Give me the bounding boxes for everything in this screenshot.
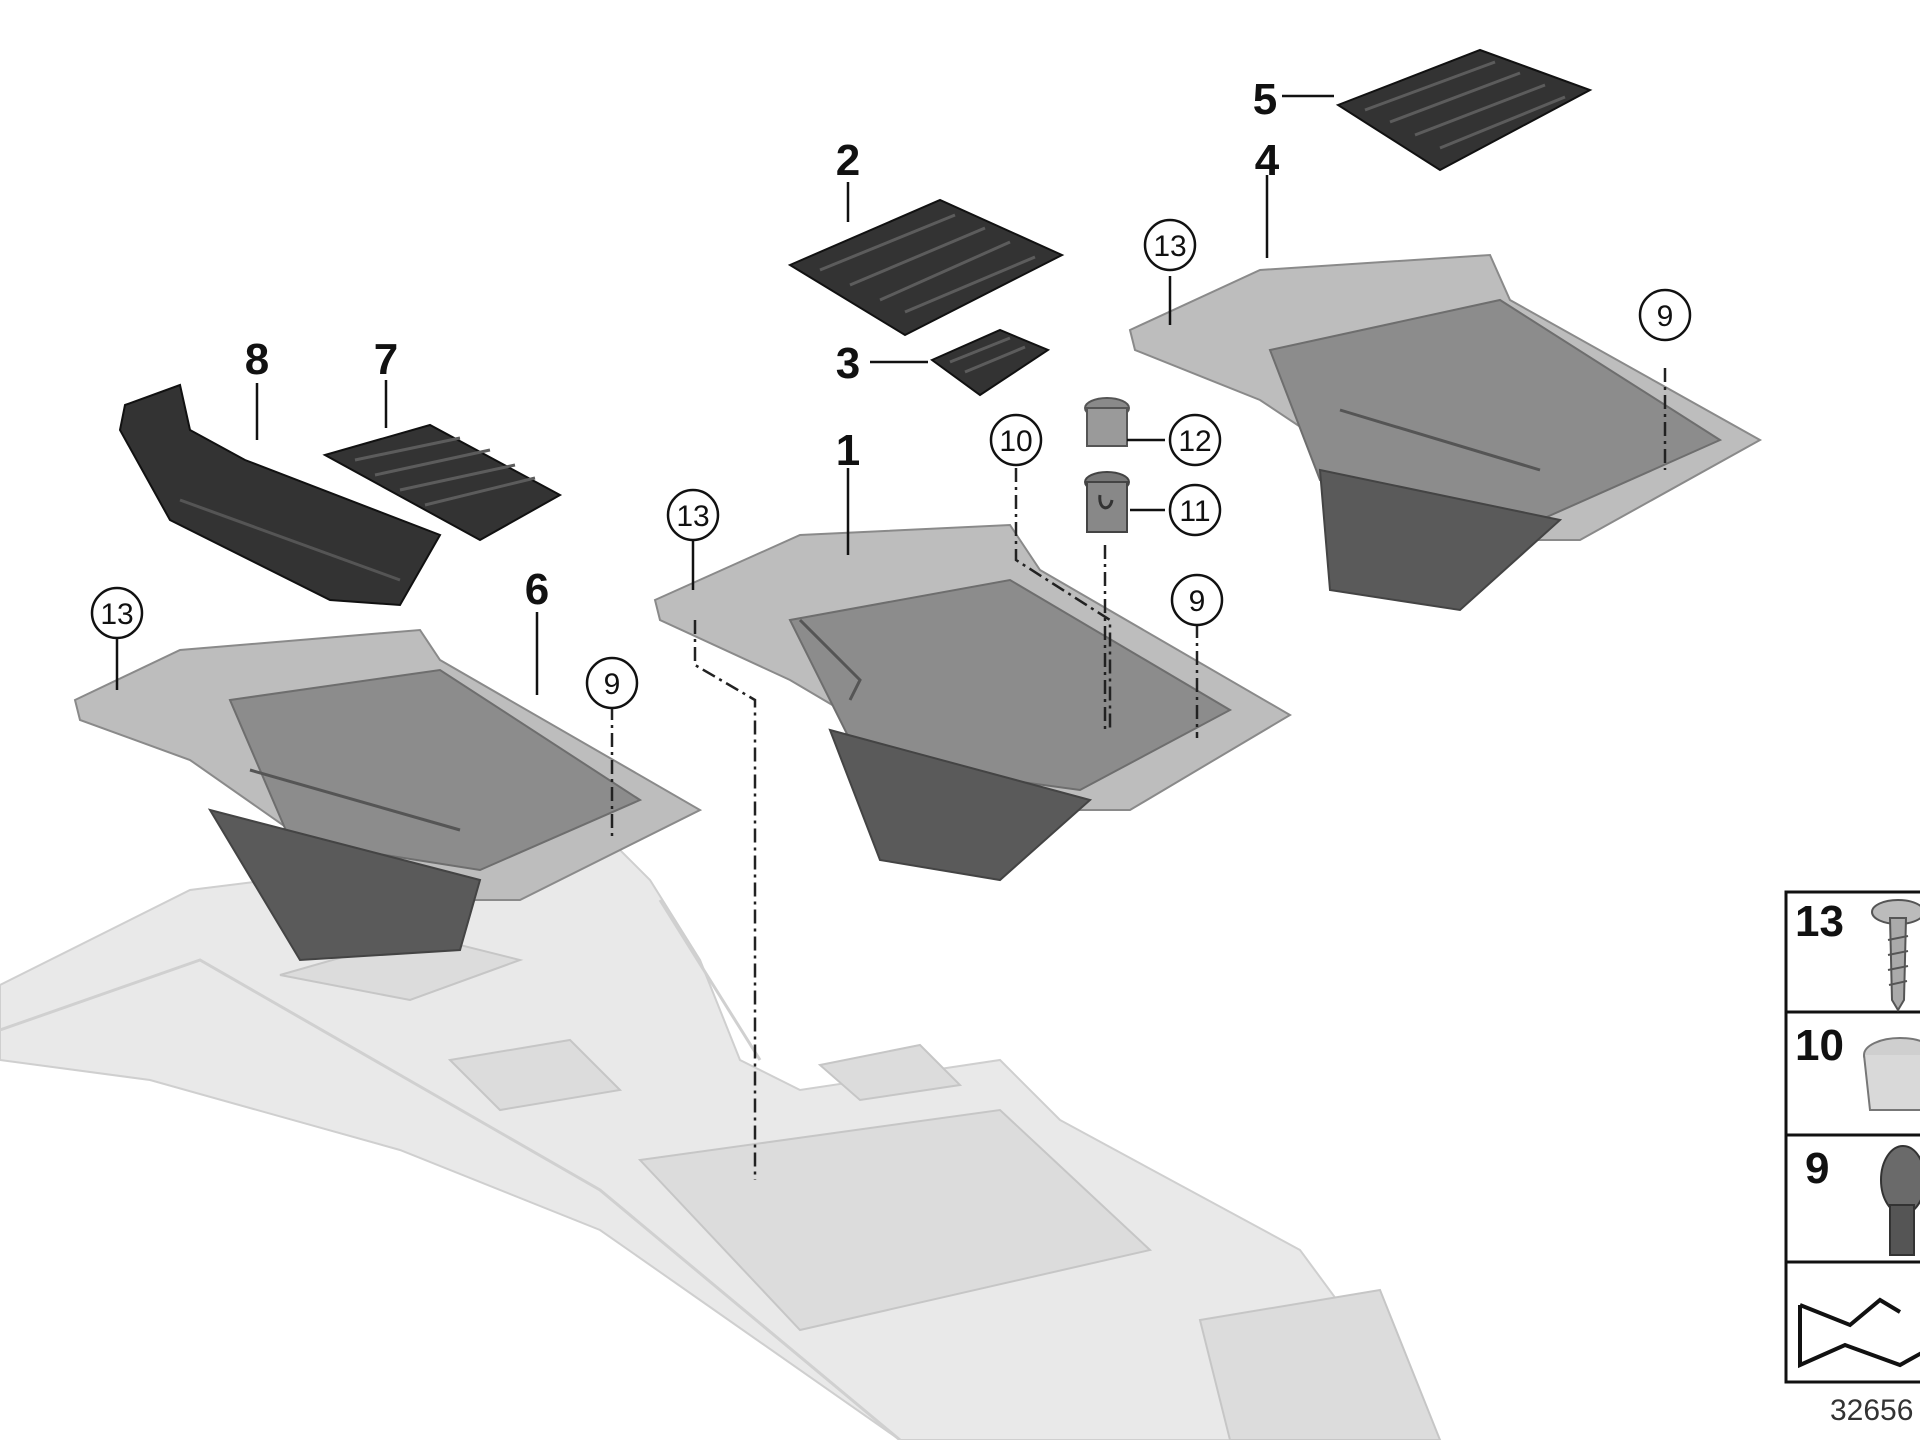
fastener-legend: 13 10 9 [1784, 890, 1920, 1384]
callout-labels: 1 2 3 4 5 6 7 8 [245, 75, 1280, 614]
socket-11 [1084, 471, 1130, 533]
dash-dot-lines [610, 368, 1667, 1180]
callout-5: 5 [1253, 75, 1277, 124]
callout-9-right: 9 [1638, 288, 1692, 342]
callout-13-center: 13 [666, 488, 720, 542]
tray-liner-8 [118, 383, 442, 607]
svg-text:13: 13 [676, 500, 709, 533]
mat-7 [322, 423, 563, 542]
callout-12: 12 [1168, 413, 1222, 467]
screw-icon [1871, 899, 1920, 1012]
storage-tray-4 [1128, 253, 1763, 612]
callout-11: 11 [1168, 483, 1222, 537]
svg-text:12: 12 [1178, 425, 1211, 458]
mat-2 [787, 198, 1065, 337]
svg-text:13: 13 [100, 598, 133, 631]
callout-9-left: 9 [585, 656, 639, 710]
svg-text:9: 9 [604, 668, 621, 701]
clip-icon [1880, 1145, 1920, 1256]
legend-13: 13 [1795, 897, 1844, 946]
svg-text:9: 9 [1657, 300, 1674, 333]
reference-number: 32656 [1830, 1394, 1913, 1427]
socket-cover-12 [1084, 397, 1130, 447]
center-console [0, 848, 1442, 1440]
storage-tray-1 [653, 523, 1292, 882]
callout-7: 7 [374, 335, 398, 384]
mat-5 [1335, 48, 1593, 172]
leader-lines [115, 94, 1334, 695]
callout-1: 1 [836, 426, 860, 475]
svg-text:13: 13 [1153, 230, 1186, 263]
svg-text:11: 11 [1179, 495, 1210, 528]
callout-13-right: 13 [1143, 218, 1197, 272]
callout-13-left: 13 [90, 586, 144, 640]
legend-10: 10 [1795, 1021, 1844, 1070]
plug-cap-icon [1863, 1037, 1920, 1111]
callout-3: 3 [836, 339, 860, 388]
circled-callouts: 13 13 13 9 9 9 10 11 [90, 218, 1692, 710]
callout-6: 6 [525, 565, 549, 614]
callout-2: 2 [836, 136, 860, 185]
svg-text:10: 10 [999, 425, 1032, 458]
callout-8: 8 [245, 335, 269, 384]
callout-4: 4 [1255, 136, 1280, 185]
bracket-arrow-icon [1798, 1297, 1920, 1369]
callout-10: 10 [989, 413, 1043, 467]
storage-tray-6 [73, 628, 703, 962]
legend-9: 9 [1805, 1144, 1829, 1193]
callout-9-center: 9 [1170, 573, 1224, 627]
svg-text:9: 9 [1189, 585, 1206, 618]
mat-3 [930, 328, 1051, 397]
